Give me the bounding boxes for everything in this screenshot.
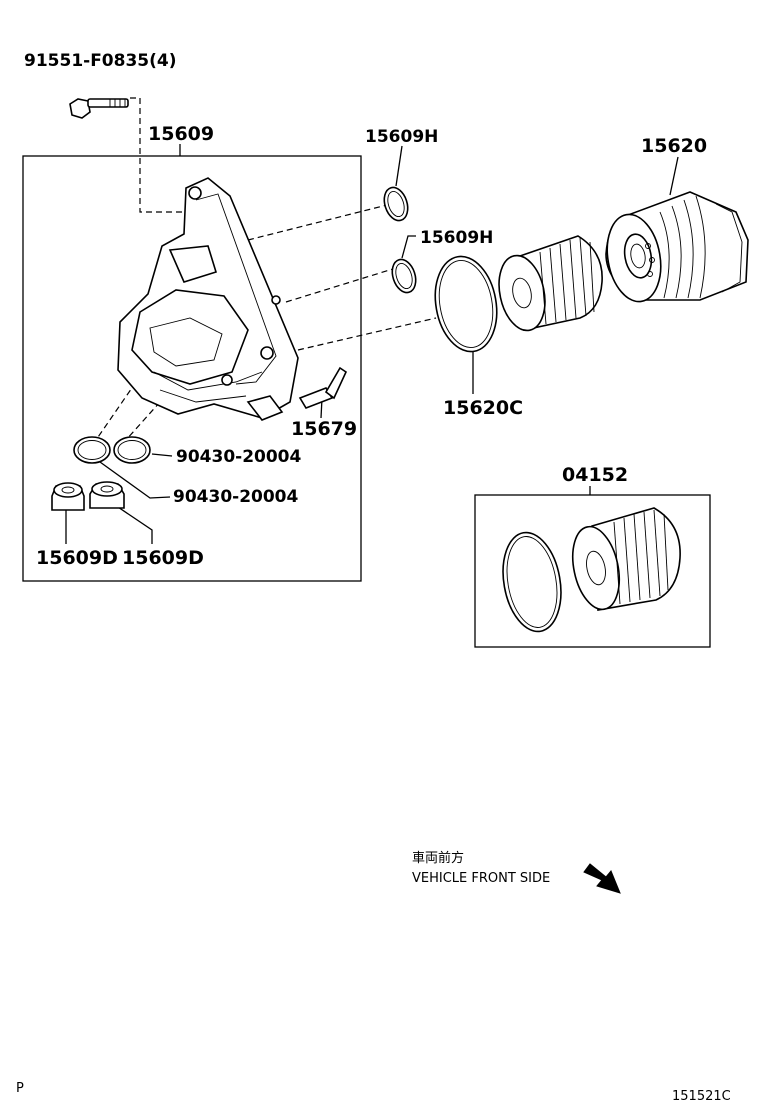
filter-element-exploded-part[interactable] [493, 235, 603, 335]
label-cap-gasket[interactable]: 15620C [443, 397, 523, 419]
direction-japanese: 車両前方 [412, 850, 464, 866]
bolt-part[interactable] [69, 98, 129, 119]
label-bolt[interactable]: 91551-F0835(4) [24, 51, 177, 71]
label-gasket-a[interactable]: 90430-20004 [176, 447, 302, 467]
label-cap-assy[interactable]: 15620 [641, 135, 707, 157]
valve-part[interactable] [298, 366, 348, 409]
label-filter-element[interactable]: 04152 [562, 464, 628, 486]
direction-english: VEHICLE FRONT SIDE [412, 871, 550, 886]
label-gasket-b[interactable]: 90430-20004 [173, 487, 299, 507]
filter-element-group-frame [474, 494, 711, 648]
cap-assy-part[interactable] [601, 191, 749, 306]
housing-group-frame [22, 155, 362, 582]
plug-left-part[interactable] [51, 482, 85, 511]
footer-right-code: 151521C [672, 1089, 731, 1104]
housing-part[interactable] [117, 177, 299, 421]
gasket-b-part[interactable] [73, 436, 111, 464]
cap-gasket-part[interactable] [428, 252, 504, 357]
arrow-down-right-icon [583, 863, 621, 894]
label-oring-lower[interactable]: 15609H [420, 228, 493, 248]
label-housing[interactable]: 15609 [148, 123, 214, 145]
label-oring-upper[interactable]: 15609H [365, 127, 438, 147]
label-plug-right[interactable]: 15609D [122, 547, 204, 569]
gasket-a-part[interactable] [113, 436, 151, 464]
plug-right-part[interactable] [89, 481, 125, 509]
footer-left-code: P [16, 1081, 24, 1096]
oring-lower-part[interactable] [388, 256, 419, 295]
oring-upper-part[interactable] [380, 184, 411, 223]
filter-element-gasket-part[interactable] [496, 528, 569, 636]
label-valve[interactable]: 15679 [291, 418, 357, 440]
label-plug-left[interactable]: 15609D [36, 547, 118, 569]
filter-element-part[interactable] [566, 507, 681, 614]
